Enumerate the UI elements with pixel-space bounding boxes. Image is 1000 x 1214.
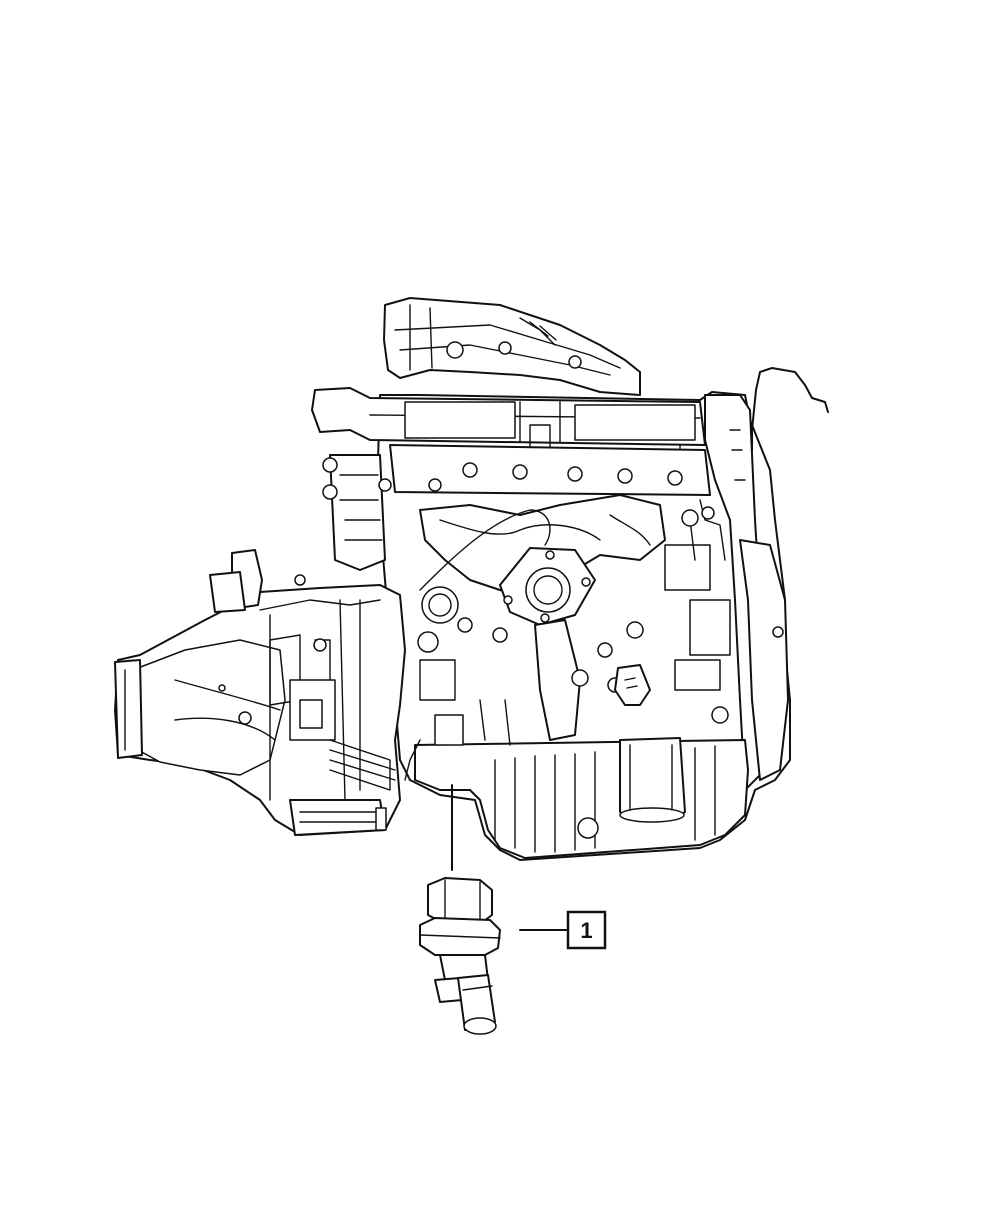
top-cover	[383, 297, 641, 396]
down-pipe	[534, 619, 581, 741]
upper-rail	[311, 387, 706, 471]
lower-mounts	[404, 659, 511, 781]
timing-cover	[704, 394, 789, 791]
block-sensor	[614, 664, 651, 706]
callout-number: 1	[580, 918, 592, 943]
transmission-assembly	[114, 549, 406, 836]
exhaust-manifold	[419, 494, 666, 626]
valve-cover	[389, 444, 711, 496]
left-pipework	[322, 454, 392, 571]
callout-box	[566, 910, 607, 950]
shift-tower	[209, 549, 306, 613]
engine-assembly	[311, 297, 829, 861]
part-1-sensor	[419, 784, 501, 1035]
callout-1: 1	[519, 910, 607, 950]
right-brackets	[664, 499, 731, 691]
wiring-harness	[751, 367, 829, 451]
oil-filter	[619, 737, 686, 823]
